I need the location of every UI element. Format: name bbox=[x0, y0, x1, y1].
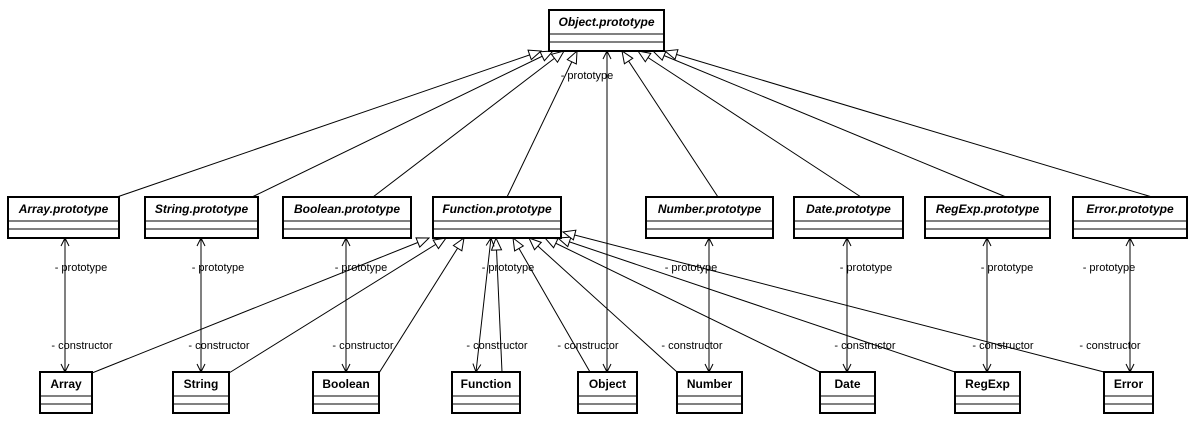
class-box-rect bbox=[577, 371, 638, 414]
class-box-object: Object bbox=[577, 371, 638, 414]
edges-layer bbox=[60, 49, 1153, 374]
class-box-date-prototype: Date.prototype bbox=[793, 196, 904, 239]
class-title-number-prototype: Number.prototype bbox=[658, 202, 762, 216]
class-box-array-prototype: Array.prototype bbox=[7, 196, 120, 239]
class-box-rect bbox=[924, 196, 1051, 239]
class-box-boolean-prototype: Boolean.prototype bbox=[282, 196, 412, 239]
edge-label-prototype-error: - prototype bbox=[1083, 262, 1136, 274]
class-box-rect bbox=[793, 196, 904, 239]
edge-gen-object-to-function-prototype bbox=[512, 236, 591, 373]
edge-gen-array-prototype-to-object-prototype bbox=[116, 49, 543, 198]
class-box-object-prototype: Object.prototype bbox=[548, 9, 665, 52]
class-box-rect bbox=[39, 371, 93, 414]
class-title-object: Object bbox=[589, 377, 626, 391]
class-title-date-prototype: Date.prototype bbox=[806, 202, 891, 216]
class-box-rect bbox=[451, 371, 521, 414]
class-box-rect bbox=[312, 371, 380, 414]
edge-label-constructor-array: - constructor bbox=[51, 340, 112, 352]
class-title-error-prototype: Error.prototype bbox=[1086, 202, 1174, 216]
class-box-rect bbox=[432, 196, 562, 239]
class-box-regexp: RegExp bbox=[954, 371, 1021, 414]
class-box-string: String bbox=[172, 371, 230, 414]
class-title-array-prototype: Array.prototype bbox=[18, 202, 109, 216]
class-box-number: Number bbox=[676, 371, 743, 414]
edge-label-prototype-date: - prototype bbox=[840, 262, 893, 274]
class-box-rect bbox=[676, 371, 743, 414]
class-box-string-prototype: String.prototype bbox=[144, 196, 259, 239]
class-box-rect bbox=[282, 196, 412, 239]
edge-gen-regexp-prototype-to-object-prototype bbox=[651, 50, 1007, 198]
class-box-array: Array bbox=[39, 371, 93, 414]
class-title-array: Array bbox=[50, 377, 82, 391]
edge-gen-number-prototype-to-object-prototype bbox=[621, 49, 719, 198]
class-title-object-prototype: Object.prototype bbox=[558, 15, 654, 29]
edge-gen-date-prototype-to-object-prototype bbox=[636, 50, 862, 198]
edge-label-prototype-array: - prototype bbox=[55, 262, 108, 274]
class-box-rect bbox=[1103, 371, 1154, 414]
edge-label-prototype-number: - prototype bbox=[665, 262, 718, 274]
edge-label-constructor-string: - constructor bbox=[188, 340, 249, 352]
class-box-boolean: Boolean bbox=[312, 371, 380, 414]
class-box-rect bbox=[144, 196, 259, 239]
class-box-rect bbox=[819, 371, 876, 414]
class-title-boolean-prototype: Boolean.prototype bbox=[294, 202, 400, 216]
edge-gen-date-to-function-prototype bbox=[543, 237, 821, 373]
edge-label-prototype-regexp: - prototype bbox=[981, 262, 1034, 274]
class-box-function-prototype: Function.prototype bbox=[432, 196, 562, 239]
edge-label-constructor-object: - constructor bbox=[557, 340, 618, 352]
edge-label-prototype-string: - prototype bbox=[192, 262, 245, 274]
edge-label-prototype-object: - prototype bbox=[561, 70, 614, 82]
edge-gen-function-to-function-prototype bbox=[490, 236, 503, 373]
class-title-number: Number bbox=[687, 377, 733, 391]
edge-label-constructor-date: - constructor bbox=[834, 340, 895, 352]
edge-label-constructor-number: - constructor bbox=[661, 340, 722, 352]
edge-gen-regexp-to-function-prototype bbox=[556, 236, 956, 373]
class-box-function: Function bbox=[451, 371, 521, 414]
edge-gen-string-prototype-to-object-prototype bbox=[251, 50, 555, 198]
edge-gen-string-to-function-prototype bbox=[228, 237, 448, 374]
edge-assoc-function-function-prototype bbox=[472, 236, 495, 374]
class-title-error: Error bbox=[1114, 377, 1144, 391]
edge-gen-array-to-function-prototype bbox=[91, 237, 431, 374]
edge-gen-function-prototype-to-object-prototype bbox=[506, 49, 578, 198]
class-box-date: Date bbox=[819, 371, 876, 414]
edge-label-constructor-function: - constructor bbox=[466, 340, 527, 352]
class-box-rect bbox=[548, 9, 665, 52]
edge-label-prototype-function: - prototype bbox=[482, 262, 535, 274]
class-title-date: Date bbox=[834, 377, 860, 391]
edge-gen-boolean-prototype-to-object-prototype bbox=[372, 50, 566, 198]
class-box-rect bbox=[1072, 196, 1188, 239]
class-title-string-prototype: String.prototype bbox=[155, 202, 249, 216]
class-title-function: Function bbox=[461, 377, 512, 391]
edge-label-constructor-error: - constructor bbox=[1079, 340, 1140, 352]
edge-gen-boolean-to-function-prototype bbox=[378, 236, 465, 374]
class-title-function-prototype: Function.prototype bbox=[442, 202, 552, 216]
class-title-boolean: Boolean bbox=[322, 377, 369, 391]
class-title-regexp-prototype: RegExp.prototype bbox=[936, 202, 1040, 216]
edge-label-prototype-boolean: - prototype bbox=[335, 262, 388, 274]
class-box-rect bbox=[954, 371, 1021, 414]
labels-layer: - prototype - prototype - prototype - proto… bbox=[51, 70, 1140, 352]
class-box-number-prototype: Number.prototype bbox=[645, 196, 774, 239]
class-title-regexp: RegExp bbox=[965, 377, 1010, 391]
edge-label-constructor-regexp: - constructor bbox=[972, 340, 1033, 352]
edge-label-constructor-boolean: - constructor bbox=[332, 340, 393, 352]
class-box-rect bbox=[7, 196, 120, 239]
class-box-rect bbox=[172, 371, 230, 414]
class-title-string: String bbox=[184, 377, 219, 391]
class-box-error: Error bbox=[1103, 371, 1154, 414]
edge-gen-error-to-function-prototype bbox=[561, 229, 1105, 373]
class-box-regexp-prototype: RegExp.prototype bbox=[924, 196, 1051, 239]
class-box-rect bbox=[645, 196, 774, 239]
class-box-error-prototype: Error.prototype bbox=[1072, 196, 1188, 239]
edge-gen-error-prototype-to-object-prototype bbox=[663, 49, 1153, 198]
